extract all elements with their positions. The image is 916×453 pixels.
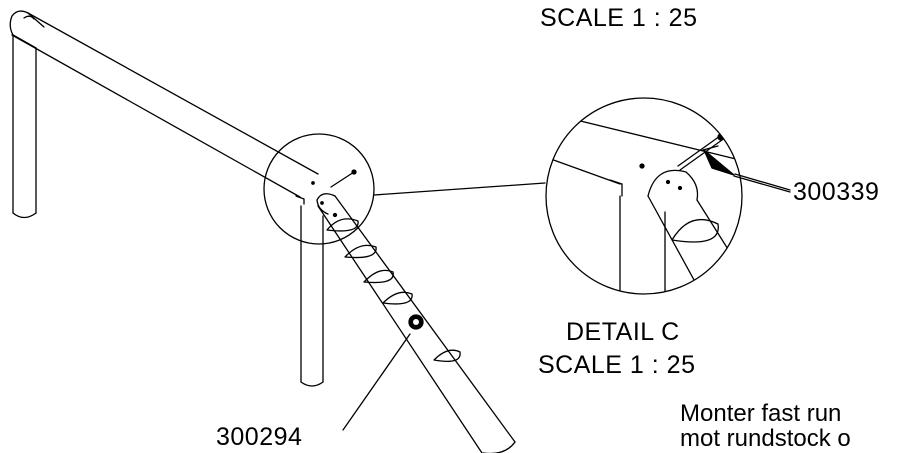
assembly-note-line2: mot rundstock o <box>680 425 851 452</box>
part-number-300294: 300294 <box>216 423 303 451</box>
diagonal-rod <box>311 181 516 453</box>
part-number-300339: 300339 <box>793 178 880 206</box>
detail-connector <box>373 182 546 196</box>
leader-300339 <box>733 173 791 193</box>
screw-300294 <box>342 314 424 431</box>
detail-title: DETAIL C <box>566 318 680 346</box>
bolt-small <box>330 169 357 188</box>
middle-leg <box>295 195 324 387</box>
left-leg <box>12 34 37 219</box>
assembly-note-line1: Monter fast run <box>680 400 842 427</box>
detail-c <box>545 97 743 295</box>
top-scale-label: SCALE 1 : 25 <box>540 4 698 32</box>
detail-circle-small <box>263 133 375 245</box>
detail-scale-label: SCALE 1 : 25 <box>538 351 696 379</box>
top-beam <box>9 10 319 198</box>
